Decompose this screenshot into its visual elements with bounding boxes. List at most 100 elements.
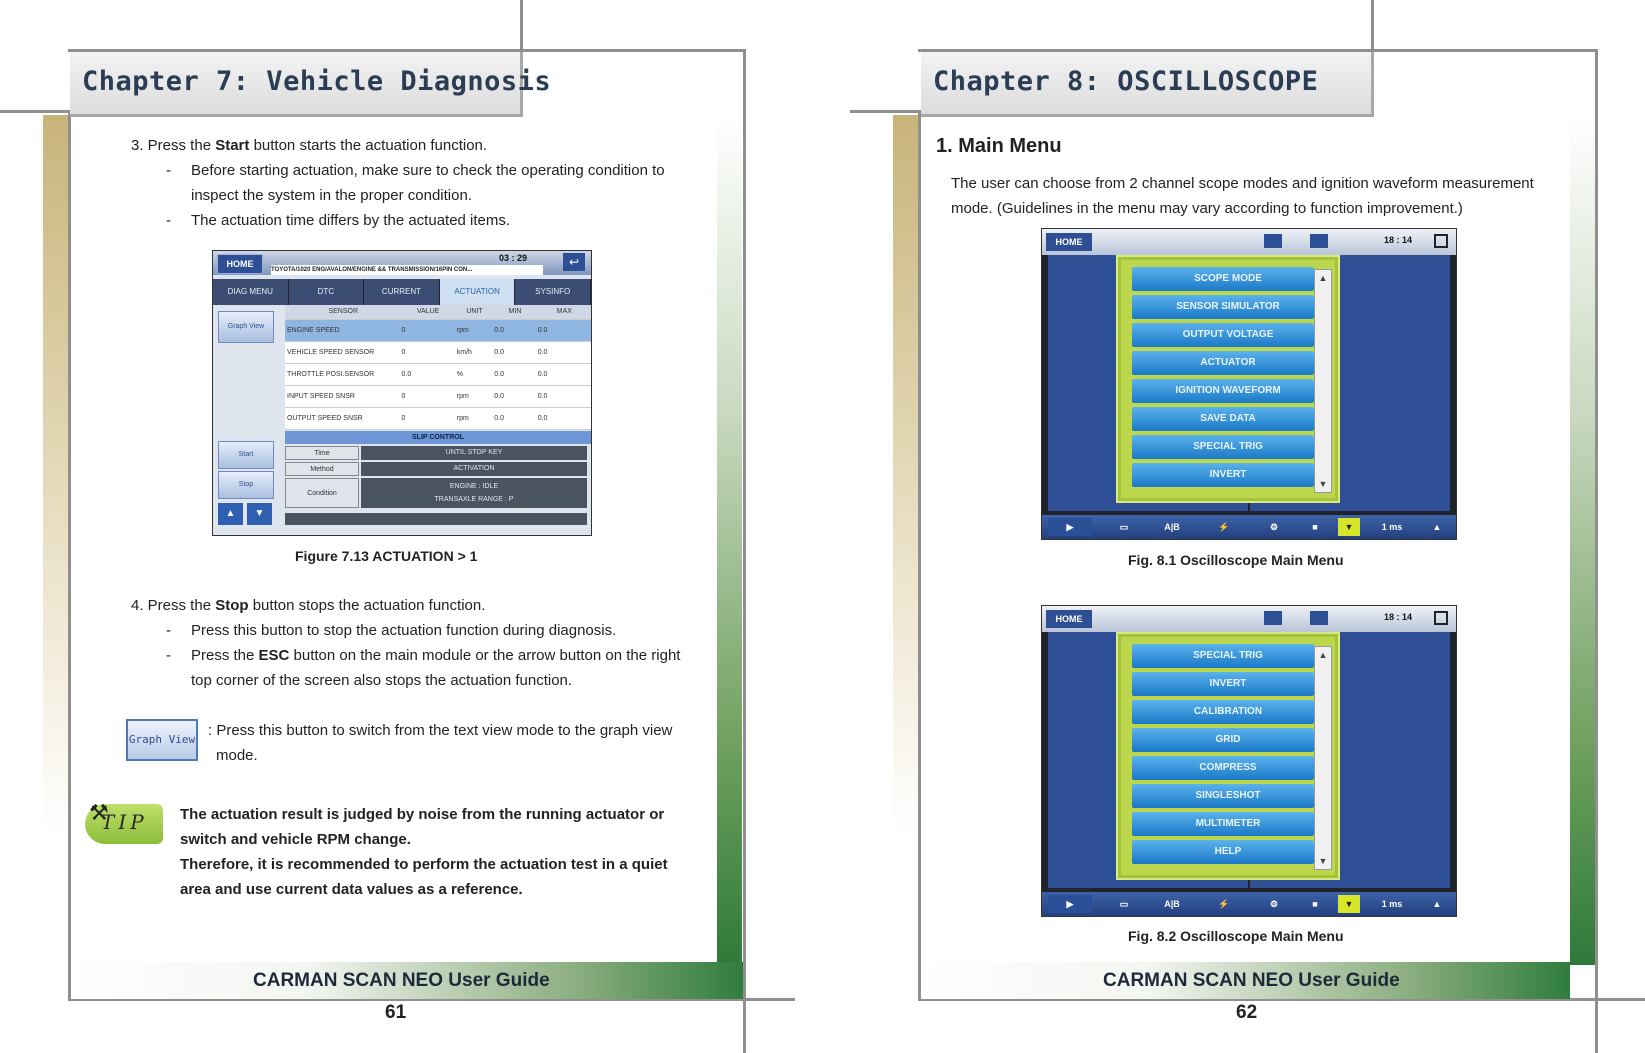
play-icon[interactable]: ▶ — [1048, 518, 1092, 536]
table-cell: 0 — [401, 349, 406, 356]
vehicle-path: TOYOTA/1020 ENG/AVALON/ENGINE && TRANSMI… — [271, 265, 543, 275]
tab-current[interactable]: CURRENT — [364, 279, 440, 305]
channel-icon[interactable] — [1264, 611, 1282, 625]
menu-item-multimeter[interactable]: MULTIMETER — [1132, 812, 1324, 836]
step4-text: 4. Press the Stop button stops the actua… — [131, 597, 486, 614]
table-cell: rpm — [456, 415, 469, 422]
menu-item-calibration[interactable]: CALIBRATION — [1132, 700, 1324, 724]
timebase-up-icon[interactable]: ▲ — [1432, 522, 1442, 532]
screen-icon[interactable]: ▭ — [1119, 522, 1129, 532]
footer-right: CARMAN SCAN NEO User Guide — [921, 962, 1570, 999]
timebase-readout: 1 ms — [1381, 522, 1403, 532]
actuation-screenshot: HOME TOYOTA/1020 ENG/AVALON/ENGINE && TR… — [212, 250, 592, 536]
menu-scrollbar[interactable]: ▲▼ — [1314, 646, 1332, 870]
step4-bullet-2b: top corner of the screen also stops the … — [191, 672, 573, 689]
menu-item-output-voltage[interactable]: OUTPUT VOLTAGE — [1132, 323, 1324, 347]
menu-item-singleshot[interactable]: SINGLESHOT — [1132, 784, 1324, 808]
osc-bottom-toolbar: ▶ ▭ A|B ⚡ ⚙ ■ ▼ 1 ms ▲ — [1042, 892, 1456, 916]
menu-item-invert[interactable]: INVERT — [1132, 672, 1324, 696]
table-cell: 0.0 — [494, 393, 505, 400]
scroll-up-icon[interactable]: ▲ — [1318, 650, 1328, 660]
menu-item-invert[interactable]: INVERT — [1132, 463, 1324, 487]
osc-bottom-toolbar: ▶ ▭ A|B ⚡ ⚙ ■ ▼ 1 ms ▲ — [1042, 515, 1456, 539]
table-cell: % — [456, 371, 463, 378]
scroll-down-button[interactable]: ▼ — [247, 503, 272, 525]
settings-icon[interactable]: ⚙ — [1269, 899, 1279, 909]
capture-icon[interactable] — [1310, 234, 1328, 248]
cursor-icon[interactable]: ⚡ — [1218, 899, 1230, 909]
intro-line-1: The user can choose from 2 channel scope… — [951, 175, 1534, 192]
table-cell: 0.0 — [494, 371, 505, 378]
clock-readout: 03 : 29 — [499, 253, 528, 263]
tab-diag-menu[interactable]: DIAG MENU — [213, 279, 289, 305]
column-header: VALUE — [416, 308, 440, 315]
capture-icon[interactable] — [1310, 611, 1328, 625]
scroll-up-button[interactable]: ▲ — [218, 503, 243, 525]
tab-sysinfo[interactable]: SYSINFO — [515, 279, 591, 305]
menu-item-actuator[interactable]: ACTUATOR — [1132, 351, 1324, 375]
timebase-down-icon[interactable]: ▼ — [1338, 895, 1360, 913]
table-cell: 0.0 — [537, 327, 548, 334]
tip-label: TIP — [101, 810, 148, 834]
fig-8-2-caption: Fig. 8.2 Oscilloscope Main Menu — [1128, 928, 1344, 944]
table-cell: 0 — [401, 393, 406, 400]
channel-icon[interactable] — [1264, 234, 1282, 248]
scroll-down-icon[interactable]: ▼ — [1318, 856, 1328, 866]
tip-line-2: switch and vehicle RPM change. — [180, 831, 411, 848]
settings-icon[interactable]: ⚙ — [1269, 522, 1279, 532]
table-cell: 0.0 — [537, 415, 548, 422]
menu-item-help[interactable]: HELP — [1132, 840, 1324, 864]
cursor-icon[interactable]: ⚡ — [1218, 522, 1230, 532]
tab-dtc[interactable]: DTC — [289, 279, 365, 305]
timebase-readout: 1 ms — [1381, 899, 1403, 909]
ab-channel-button[interactable]: A|B — [1164, 899, 1180, 909]
table-cell: rpm — [456, 327, 469, 334]
stop-square-icon[interactable]: ■ — [1312, 899, 1318, 909]
ab-channel-button[interactable]: A|B — [1164, 522, 1180, 532]
control-value: UNTIL STOP KEY — [361, 446, 587, 460]
back-arrow-icon[interactable]: ↩ — [563, 253, 585, 271]
column-header: MAX — [556, 308, 572, 315]
stop-square-icon[interactable]: ■ — [1312, 522, 1318, 532]
table-cell: 0 — [401, 415, 406, 422]
timebase-up-icon[interactable]: ▲ — [1432, 899, 1442, 909]
menu-item-ignition-waveform[interactable]: IGNITION WAVEFORM — [1132, 379, 1324, 403]
menu-item-special-trig[interactable]: SPECIAL TRIG — [1132, 435, 1324, 459]
home-button[interactable]: HOME — [1046, 610, 1092, 628]
tab-actuation[interactable]: ACTUATION — [439, 279, 516, 305]
window-icon[interactable] — [1434, 611, 1448, 625]
status-strip — [285, 513, 587, 525]
menu-item-special-trig[interactable]: SPECIAL TRIG — [1132, 644, 1324, 668]
table-cell: 0.0 — [494, 415, 505, 422]
home-button[interactable]: HOME — [217, 254, 263, 274]
right-green-margin — [1570, 115, 1595, 965]
start-button[interactable]: Start — [218, 441, 274, 469]
timebase-down-icon[interactable]: ▼ — [1338, 518, 1360, 536]
scroll-down-icon[interactable]: ▼ — [1318, 479, 1328, 489]
graph-view-button[interactable]: Graph View — [218, 311, 274, 343]
screen-icon[interactable]: ▭ — [1119, 899, 1129, 909]
window-icon[interactable] — [1434, 234, 1448, 248]
left-gold-margin — [43, 115, 68, 960]
scroll-up-icon[interactable]: ▲ — [1318, 273, 1328, 283]
menu-item-sensor-simulator[interactable]: SENSOR SIMULATOR — [1132, 295, 1324, 319]
menu-item-save-data[interactable]: SAVE DATA — [1132, 407, 1324, 431]
step4-bullet-1: Press this button to stop the actuation … — [191, 622, 617, 639]
stop-button[interactable]: Stop — [218, 471, 274, 499]
table-cell: 0.0 — [537, 393, 548, 400]
menu-item-grid[interactable]: GRID — [1132, 728, 1324, 752]
play-icon[interactable]: ▶ — [1048, 895, 1092, 913]
menu-item-scope-mode[interactable]: SCOPE MODE — [1132, 267, 1324, 291]
menu-scrollbar[interactable]: ▲▼ — [1314, 269, 1332, 493]
menu-item-compress[interactable]: COMPRESS — [1132, 756, 1324, 780]
home-button[interactable]: HOME — [1046, 233, 1092, 251]
